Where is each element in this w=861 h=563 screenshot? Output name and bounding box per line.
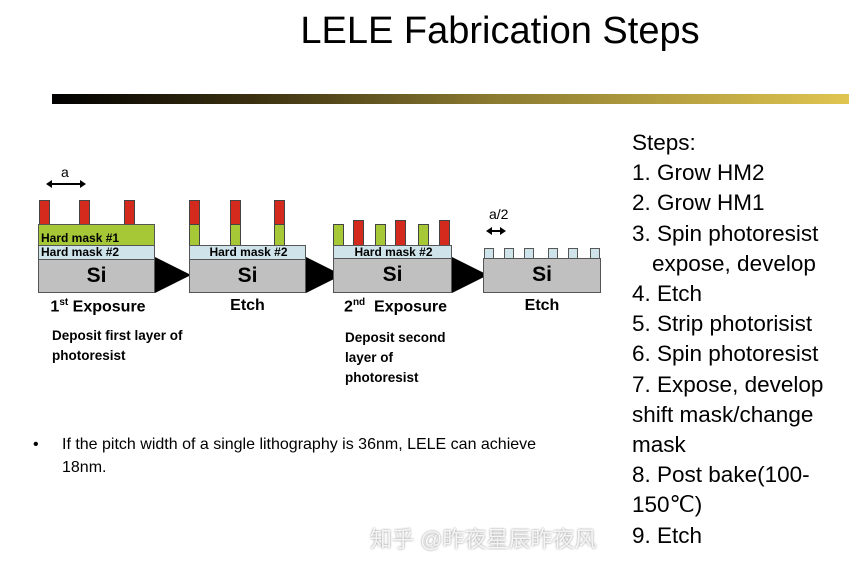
step-item: mask	[632, 432, 686, 458]
hard-mask-1-layer: Hard mask #1	[38, 224, 155, 246]
step-item: expose, develop	[652, 250, 816, 276]
caption-second-exposure: 2nd Exposure	[333, 297, 458, 316]
description-first-layer: Deposit first layer of photoresist	[52, 328, 183, 363]
caption-first-exposure: 1st Exposure	[38, 297, 158, 316]
resist-pillar	[230, 200, 241, 225]
bullet-text: If the pitch width of a single lithograp…	[62, 436, 537, 476]
slide-title: LELE Fabrication Steps	[300, 10, 700, 52]
step-item: 8. Post bake(100-	[632, 462, 810, 488]
resist-pillar	[353, 220, 364, 246]
step-item: 7. Expose, develop	[632, 371, 824, 397]
hard-mask-2-layer: Hard mask #2	[189, 245, 306, 260]
step-item: 150℃)	[632, 492, 703, 518]
step-item: 6. Spin photoresist	[632, 341, 819, 367]
caption-etch-2: Etch	[524, 297, 560, 314]
resist-pillar	[189, 200, 200, 225]
step-item: 2. Grow HM1	[632, 190, 765, 216]
steps-list: Steps: 1. Grow HM2 2. Grow HM1 3. Spin p…	[632, 128, 823, 551]
si-substrate: Si	[333, 258, 452, 293]
arrow-right-icon	[155, 257, 191, 293]
caption-text: Exposure	[68, 298, 146, 316]
step-item: 9. Etch	[632, 522, 703, 548]
resist-pillar	[124, 200, 135, 225]
resist-pillar	[274, 200, 285, 225]
resist-pillar	[79, 200, 90, 225]
pitch-arrow-icon	[46, 180, 86, 188]
bullet-marker: •	[33, 436, 39, 453]
pitch-label: a	[61, 164, 69, 180]
si-substrate: Si	[189, 259, 306, 293]
caption-number: 2	[344, 298, 353, 316]
hard-mask-1-pillar	[274, 224, 285, 246]
caption-superscript: st	[59, 297, 69, 308]
hard-mask-1-pillar	[189, 224, 200, 246]
half-pitch-arrow-icon	[486, 227, 506, 235]
caption-etch-1: Etch	[230, 297, 265, 314]
description-second-layer: Deposit second layer of photoresist	[345, 330, 446, 385]
watermark: 知乎 @昨夜星辰昨夜风	[370, 527, 597, 552]
hard-mask-1-pillar	[418, 224, 429, 246]
caption-superscript: nd	[352, 297, 366, 308]
si-substrate: Si	[483, 258, 601, 293]
step-item: 3. Spin photoresist	[632, 220, 819, 246]
half-pitch-label: a/2	[489, 206, 509, 222]
resist-pillar	[439, 220, 450, 246]
hard-mask-2-layer: Hard mask #2	[333, 245, 452, 259]
hard-mask-1-pillar	[333, 224, 344, 246]
bullet-point: • If the pitch width of a single lithogr…	[33, 433, 562, 479]
step-item: shift mask/change	[632, 401, 814, 427]
hard-mask-2-layer: Hard mask #2	[38, 245, 155, 260]
resist-pillar	[39, 200, 50, 225]
si-substrate: Si	[38, 259, 155, 293]
hard-mask-1-pillar	[230, 224, 241, 246]
steps-heading: Steps:	[632, 130, 696, 155]
resist-pillar	[395, 220, 406, 246]
step-item: 1. Grow HM2	[632, 160, 765, 186]
caption-number: 1	[50, 298, 60, 316]
hard-mask-1-pillar	[375, 224, 386, 246]
arrow-right-icon	[452, 257, 488, 293]
step-item: 4. Etch	[632, 281, 703, 307]
caption-text: Exposure	[365, 298, 447, 316]
title-underline-bar	[52, 94, 849, 104]
step-item: 5. Strip photorisist	[632, 311, 813, 337]
